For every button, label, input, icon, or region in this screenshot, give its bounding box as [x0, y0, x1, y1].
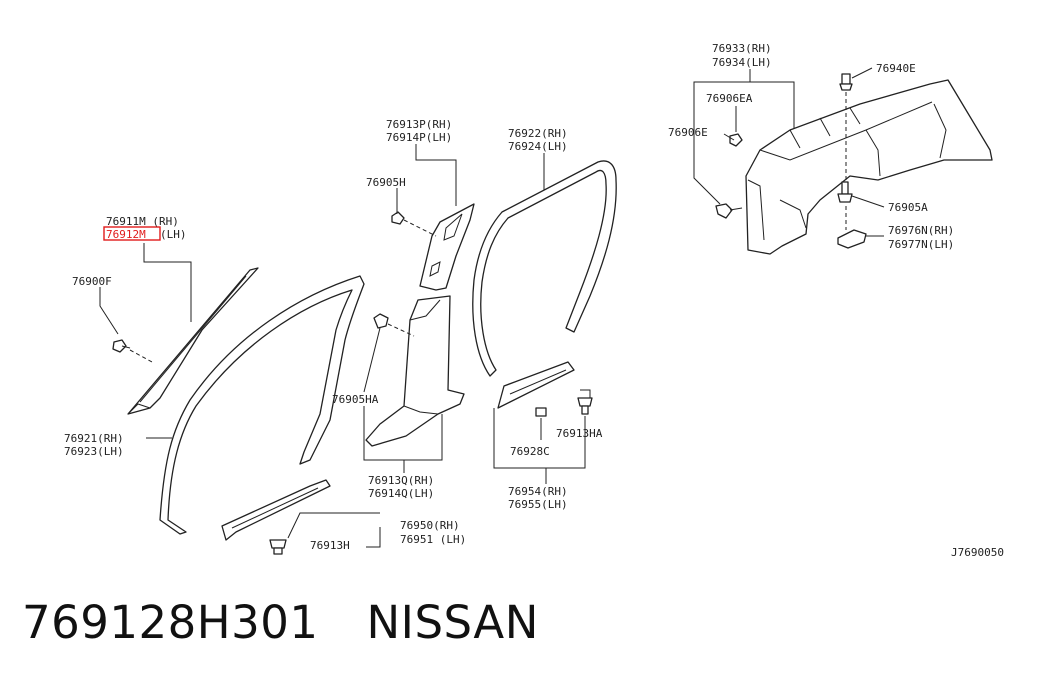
label-76913q: 76913Q(RH)	[368, 474, 434, 487]
brand-name: NISSAN	[366, 596, 539, 649]
clip-76900f-icon	[112, 339, 131, 353]
nut-76976n-icon	[837, 229, 867, 249]
exploded-parts-diagram: 76911M (RH) 76912M (LH) 76900F 76921(RH)…	[64, 42, 1004, 559]
label-76951: 76951 (LH)	[400, 533, 466, 546]
label-76976n: 76976N(RH)	[888, 224, 954, 237]
center-pillar-upper-trim	[419, 203, 475, 291]
label-76914p: 76914P(LH)	[386, 131, 452, 144]
label-76933: 76933(RH)	[712, 42, 772, 55]
label-76912m-selected: 76912M	[106, 228, 146, 241]
clip-76913ha-icon	[577, 389, 593, 415]
label-76905h: 76905H	[366, 176, 406, 189]
part-caption: 769128H301 NISSAN	[22, 596, 539, 649]
rear-door-weatherstrip	[472, 160, 617, 377]
clip-76928c-icon	[535, 407, 547, 417]
label-76924: 76924(LH)	[508, 140, 568, 153]
label-76913p: 76913P(RH)	[386, 118, 452, 131]
clip-76906ea-icon	[729, 133, 743, 147]
clip-76906e-icon	[715, 203, 743, 219]
front-pillar-upper-trim	[127, 267, 259, 415]
label-76913ha: 76913HA	[556, 427, 603, 440]
label-76905a: 76905A	[888, 201, 928, 214]
label-76928c: 76928C	[510, 445, 550, 458]
clip-76905h-icon	[391, 211, 405, 225]
label-76940e: 76940E	[876, 62, 916, 75]
label-76923: 76923(LH)	[64, 445, 124, 458]
clip-76913h-icon	[269, 539, 287, 555]
part-number: 769128H301	[22, 596, 319, 649]
label-76922: 76922(RH)	[508, 127, 568, 140]
label-76950: 76950(RH)	[400, 519, 460, 532]
center-pillar-lower-trim	[365, 295, 465, 447]
label-76912m-side: (LH)	[160, 228, 187, 241]
label-76934: 76934(LH)	[712, 56, 772, 69]
label-76955: 76955(LH)	[508, 498, 568, 511]
label-76914q: 76914Q(LH)	[368, 487, 434, 500]
bolt-76940e-icon	[839, 73, 853, 91]
label-76906ea: 76906EA	[706, 92, 753, 105]
front-kicking-plate	[221, 479, 331, 541]
rear-side-trim-panel	[745, 79, 993, 255]
label-76900f: 76900F	[72, 275, 112, 288]
label-76913h: 76913H	[310, 539, 350, 552]
label-76977n: 76977N(LH)	[888, 238, 954, 251]
clip-76905ha-icon	[373, 313, 389, 329]
diagram-reference-code: J7690050	[951, 546, 1004, 559]
label-76954: 76954(RH)	[508, 485, 568, 498]
label-76906e: 76906E	[668, 126, 708, 139]
label-76905ha: 76905HA	[332, 393, 379, 406]
bolt-76905a-icon	[837, 181, 853, 203]
front-door-weatherstrip	[159, 275, 365, 535]
selected-part-highlight	[103, 226, 161, 241]
label-76921: 76921(RH)	[64, 432, 124, 445]
label-76911m: 76911M (RH)	[106, 215, 179, 228]
rear-kicking-plate	[497, 361, 575, 409]
